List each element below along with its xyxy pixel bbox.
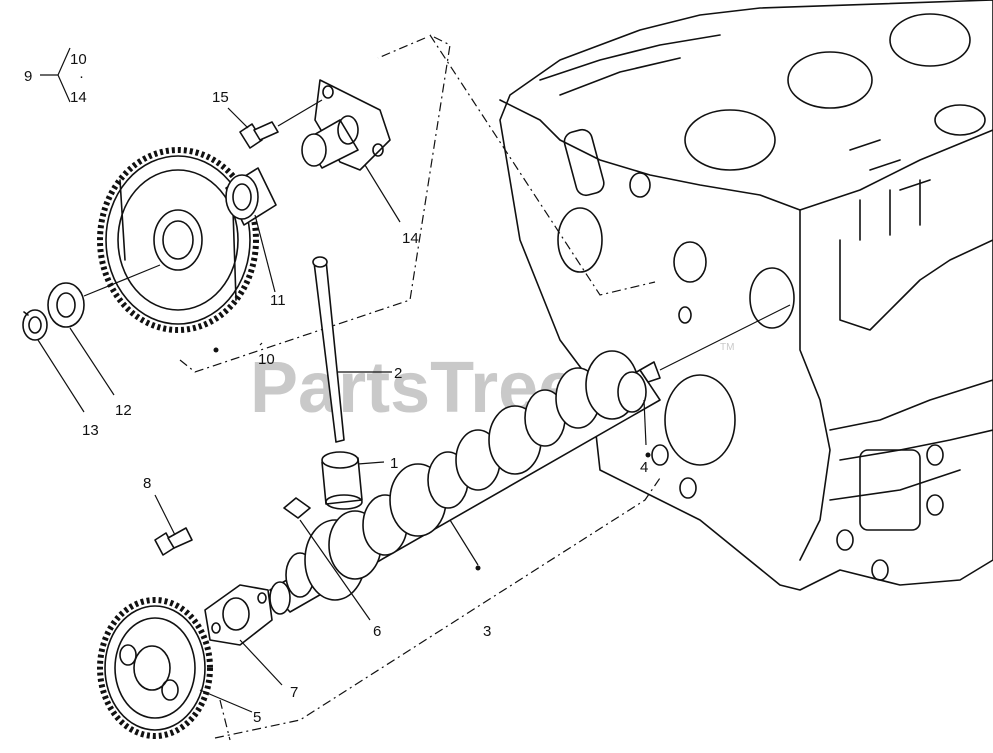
push-rod: [312, 256, 345, 443]
callout-11[interactable]: 11: [270, 292, 286, 309]
camshaft-axis-line: [659, 304, 791, 371]
callout-4[interactable]: 4: [640, 459, 648, 476]
camshaft: [269, 350, 661, 615]
thrust-washer: [47, 282, 85, 328]
callout-12[interactable]: 12: [115, 402, 132, 419]
watermark-trademark: TM: [720, 342, 734, 353]
callout-5[interactable]: 5: [253, 709, 261, 726]
range-note-ref: 9: [24, 68, 32, 85]
snap-ring: [22, 309, 48, 341]
callout-labels: 1 2 3 4 5 6 7 8 10 11 12 13 14 15: [82, 89, 648, 726]
cam-gear: [97, 597, 213, 739]
bushing: [225, 167, 277, 226]
group-outline-lines: [179, 34, 661, 741]
bolt-8: [154, 527, 193, 556]
engine-block: [499, 0, 993, 591]
callout-14[interactable]: 14: [402, 230, 419, 247]
idler-gear: [97, 147, 259, 333]
thrust-plate: [204, 584, 273, 646]
callout-1[interactable]: 1: [390, 455, 398, 472]
range-note-from: 10: [70, 51, 87, 68]
tappet: [321, 451, 363, 510]
callout-10[interactable]: 10: [258, 351, 275, 368]
bolt-15: [239, 121, 279, 149]
bolt-axis-line: [277, 99, 323, 127]
shaft-axis-line: [83, 264, 161, 297]
callout-15[interactable]: 15: [212, 89, 229, 106]
callout-8[interactable]: 8: [143, 475, 151, 492]
callout-3[interactable]: 3: [483, 623, 491, 640]
callout-2[interactable]: 2: [394, 365, 402, 382]
range-note: 9 10 · 14: [24, 51, 87, 106]
callout-6[interactable]: 6: [373, 623, 381, 640]
leader-lines: [37, 47, 651, 713]
range-note-to: 14: [70, 89, 87, 106]
idler-shaft: [301, 79, 391, 171]
callout-7[interactable]: 7: [290, 684, 298, 701]
callout-13[interactable]: 13: [82, 422, 99, 439]
range-note-dot: ·: [79, 68, 84, 85]
woodruff-key: [283, 497, 311, 519]
